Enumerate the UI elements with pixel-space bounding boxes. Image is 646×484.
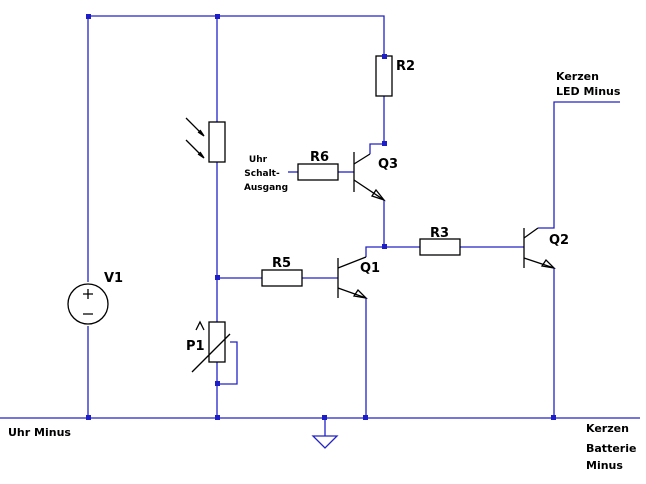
- wires: [0, 15, 640, 436]
- wire-r2-q3: [369, 96, 385, 154]
- junction-dots: [86, 14, 556, 420]
- wire-top-rail: [88, 15, 385, 56]
- resistor-r5: [261, 269, 303, 287]
- label-r3: R3: [430, 226, 449, 241]
- label-q1: Q1: [360, 261, 380, 276]
- resistor-r2: [375, 55, 393, 97]
- label-r2: R2: [396, 59, 415, 74]
- label-uhr-schalt-line3: Ausgang: [244, 183, 288, 193]
- transistor-q2: [523, 227, 556, 269]
- resistor-r6: [297, 163, 339, 181]
- label-uhr-schalt-line1: Uhr: [249, 155, 268, 165]
- label-kerzen-batt-line1: Kerzen: [586, 422, 629, 435]
- photoresistor-icon: [185, 117, 226, 163]
- label-kerzen-batt-line2: Batterie: [586, 442, 636, 455]
- wire-p1-wiper: [217, 341, 238, 385]
- label-r5: R5: [272, 256, 291, 271]
- label-uhr-minus: Uhr Minus: [8, 426, 71, 439]
- wire-node-q1: [365, 246, 384, 257]
- potentiometer-p1: [191, 320, 231, 373]
- label-p1: P1: [186, 339, 205, 354]
- wire-q2-collector: [538, 101, 620, 229]
- transistor-q1: [337, 256, 368, 299]
- ground-symbol: [311, 435, 339, 449]
- label-kerzen-led-line2: LED Minus: [556, 85, 621, 98]
- label-v1: V1: [104, 271, 123, 286]
- label-q2: Q2: [549, 233, 569, 248]
- label-r6: R6: [310, 150, 329, 165]
- transistor-q3: [353, 152, 386, 202]
- label-kerzen-led-line1: Kerzen: [556, 70, 599, 83]
- resistor-r3: [419, 238, 461, 256]
- label-uhr-schalt-line2: Schalt-: [244, 169, 280, 179]
- label-kerzen-batt-line3: Minus: [586, 459, 623, 472]
- label-q3: Q3: [378, 157, 398, 172]
- voltage-source-v1: [67, 283, 109, 325]
